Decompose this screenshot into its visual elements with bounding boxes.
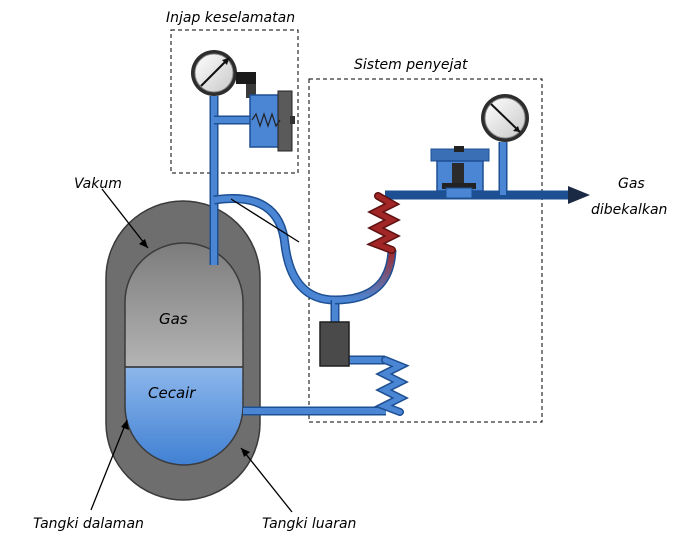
label-liquid: Cecair [148, 384, 196, 402]
pressure-block [319, 321, 350, 367]
output-arrow-icon [568, 186, 590, 204]
pressure-regulator [430, 146, 490, 199]
lower-coil [374, 356, 410, 416]
inner-gas-region [125, 243, 243, 367]
label-outer-tank: Tangki luaran [262, 516, 356, 532]
output-gauge [481, 94, 529, 142]
label-gas-supplied-1: Gas [618, 176, 645, 192]
safety-valve-box [170, 29, 299, 174]
label-regulator-system: Sistem penyejat [354, 57, 468, 73]
inner-tank [124, 242, 244, 466]
label-inner-tank: Tangki dalaman [33, 516, 144, 532]
tank [105, 200, 261, 501]
relief-spring [251, 112, 281, 128]
label-safety-valve: Injap keselamatan [166, 10, 295, 26]
regulator-system-box [308, 78, 543, 423]
label-vacuum: Vakum [74, 176, 122, 192]
pipes [209, 96, 570, 416]
relief-valve [236, 72, 295, 152]
label-gas-in-tank: Gas [159, 310, 188, 328]
safety-gauge [191, 50, 237, 96]
label-gas-supplied-2: dibekalkan [591, 202, 667, 218]
liquid-region [125, 367, 243, 465]
heated-coil [366, 192, 401, 254]
callouts [90, 188, 300, 513]
